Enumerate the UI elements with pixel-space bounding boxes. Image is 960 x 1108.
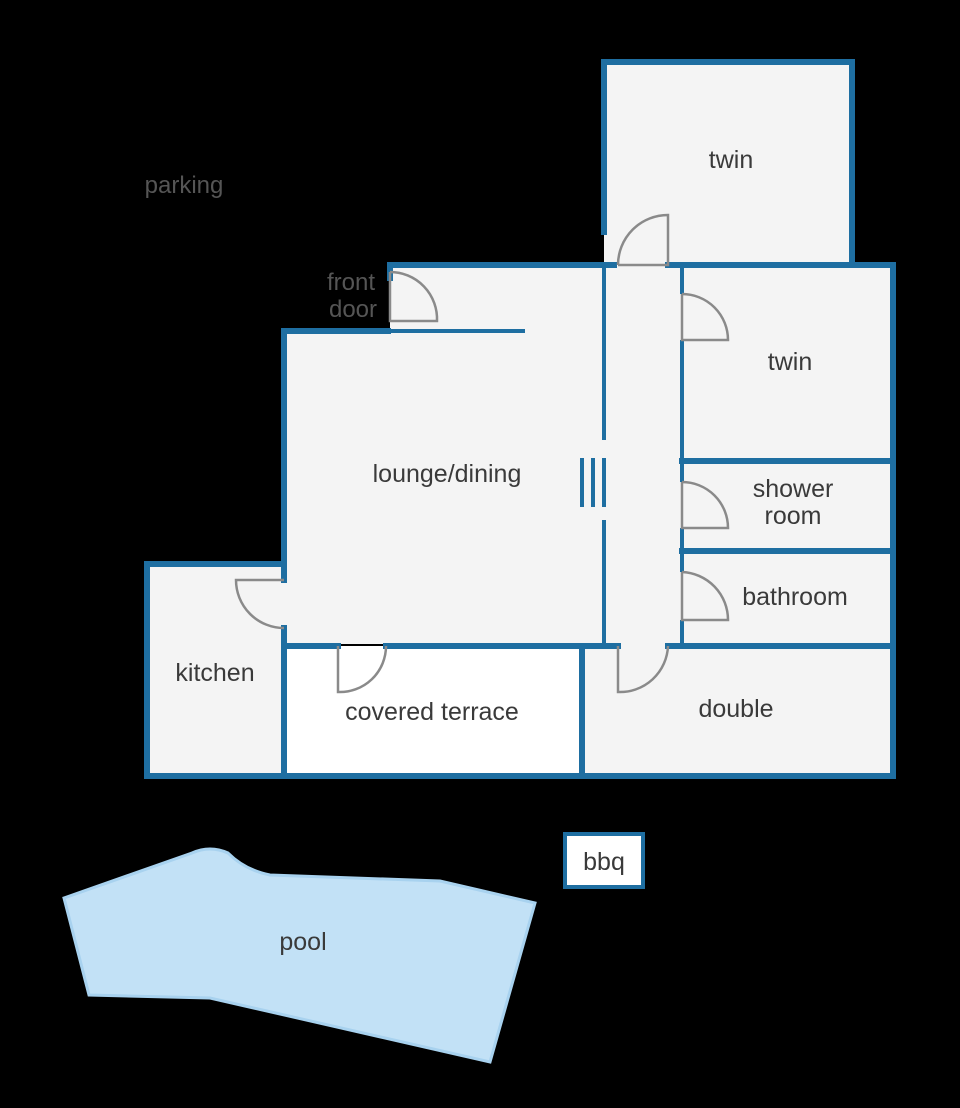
entry-hall-fill xyxy=(390,265,605,333)
shower-room xyxy=(682,461,893,551)
walls xyxy=(144,59,896,779)
twin-top-room xyxy=(604,62,852,265)
double-room xyxy=(582,646,893,776)
covered-terrace-area xyxy=(284,646,582,776)
twin-mid-room xyxy=(682,265,893,461)
bbq-box xyxy=(563,832,645,889)
kitchen-label: kitchen xyxy=(175,659,254,687)
twin-top-label: twin xyxy=(709,146,753,174)
pool-shape xyxy=(62,847,537,1064)
bathroom-door-swing xyxy=(680,570,730,622)
bathroom-room xyxy=(682,551,893,646)
twin-mid-door-swing xyxy=(680,292,730,342)
bbq-label: bbq xyxy=(583,848,625,876)
covered-terrace-label: covered terrace xyxy=(345,698,519,726)
lounge-dining-room xyxy=(284,331,605,644)
twin-mid-label: twin xyxy=(768,348,812,376)
terrace-door-swing xyxy=(336,645,388,694)
shower-room-label-line2: room xyxy=(765,502,822,530)
parking-label: parking xyxy=(145,172,224,199)
corridor-fill xyxy=(604,265,682,646)
kitchen-room xyxy=(147,564,284,776)
bathroom-label: bathroom xyxy=(742,583,848,611)
shower-room-label-line1: shower xyxy=(753,475,834,503)
double-door-swing xyxy=(616,645,670,694)
front-door-label-line1: front xyxy=(327,269,375,296)
pool-label: pool xyxy=(279,928,326,956)
front-door-swing xyxy=(388,270,439,323)
front-door-label-line2: door xyxy=(329,296,377,323)
lounge-dining-label: lounge/dining xyxy=(373,460,522,488)
twin-top-door-swing xyxy=(616,213,670,267)
sliding-door xyxy=(580,458,606,507)
doors xyxy=(234,213,730,694)
double-label: double xyxy=(698,695,773,723)
shower-door-swing xyxy=(680,480,730,530)
